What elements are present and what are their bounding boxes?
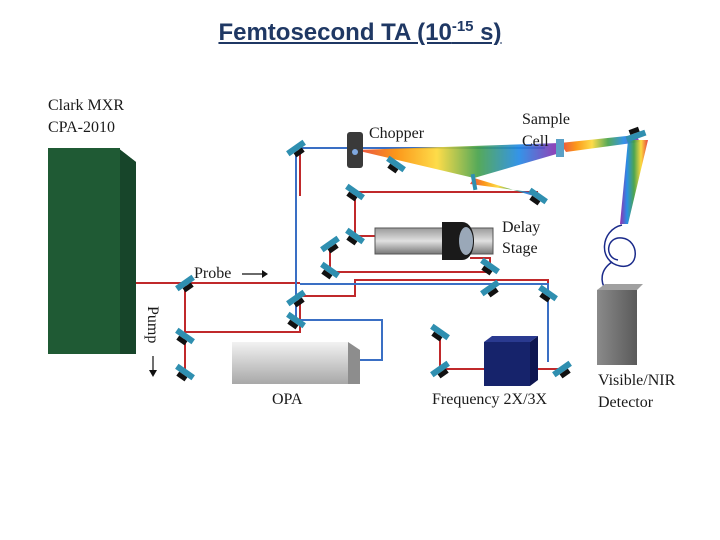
mirror-mount-8 <box>175 274 195 293</box>
mirror-mount-18 <box>470 173 478 191</box>
frequency-cube <box>484 336 538 386</box>
opa-label: OPA <box>272 391 303 408</box>
delay-stage <box>374 222 494 260</box>
frequency-label: Frequency 2X/3X <box>432 391 548 408</box>
page-title: Femtosecond TA (10-15 s) <box>0 18 720 47</box>
detector-label-line2: Detector <box>598 394 654 411</box>
title-end-text: s) <box>473 19 502 46</box>
mirror-mount-6 <box>480 257 500 276</box>
mirror-mount-7 <box>480 279 500 298</box>
delay-label-line2: Stage <box>502 240 538 257</box>
sample-cell <box>556 139 564 157</box>
title-main-text: Femtosecond TA (10 <box>218 19 452 46</box>
laser-label-line1: Clark MXR <box>48 97 124 114</box>
mirror-mount-3 <box>345 227 365 246</box>
title-exponent: -15 <box>451 18 474 35</box>
probe-label: Probe <box>194 265 231 282</box>
mirror-mount-16 <box>430 360 450 379</box>
delay-label-line1: Delay <box>502 219 540 236</box>
mirror-mount-4 <box>320 235 340 254</box>
mirror-mount-9 <box>175 327 195 346</box>
mirror-mount-1 <box>286 139 306 158</box>
mirror-mount-19 <box>386 155 406 174</box>
pump-label: Pump <box>144 306 161 343</box>
mirror-mount-12 <box>286 311 306 330</box>
opa-box <box>232 342 360 384</box>
probe-arrow-icon <box>242 270 268 278</box>
mirror-mount-14 <box>552 360 572 379</box>
mirror-mount-10 <box>175 363 195 382</box>
optical-fiber <box>601 224 636 291</box>
pump-arrow-icon <box>149 356 157 377</box>
mirror-mount-5 <box>320 261 340 280</box>
mirror-mount-13 <box>538 284 558 303</box>
chopper <box>347 132 363 168</box>
chopper-label: Chopper <box>369 125 425 142</box>
laser-box <box>48 148 136 354</box>
mirror-mount-15 <box>430 323 450 342</box>
sample-label-line1: Sample <box>522 111 570 128</box>
mirror-mount-2 <box>345 183 365 202</box>
sample-label-line2: Cell <box>522 133 549 150</box>
laser-label-line2: CPA-2010 <box>48 119 115 136</box>
spectral-beams <box>355 135 648 224</box>
detector-box <box>597 284 643 365</box>
mirror-mount-17 <box>528 187 548 206</box>
detector-label-line1: Visible/NIR <box>598 372 676 389</box>
mirror-mount-11 <box>286 289 306 308</box>
mirror-mount-20 <box>625 126 647 143</box>
